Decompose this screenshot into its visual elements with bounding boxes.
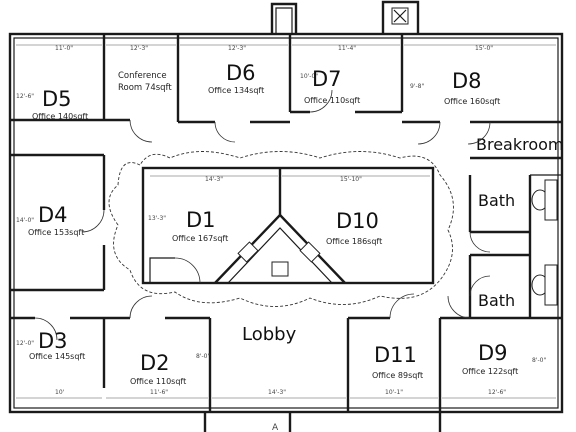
dim-d6-top: 12'-3" — [228, 45, 246, 52]
room-d8-desc: Office 160sqft — [444, 97, 500, 106]
exterior-walls — [8, 0, 564, 432]
dim-d1-side: 13'-3" — [148, 215, 166, 222]
room-d2-desc: Office 110sqft — [130, 377, 186, 386]
breakroom-label: Breakroom — [476, 135, 564, 154]
room-d9-desc: Office 122sqft — [462, 367, 518, 376]
room-labels: D5 Office 140sqft Conference Room 74sqft… — [28, 61, 518, 386]
entry-marker: A — [272, 423, 279, 432]
room-d3-desc: Office 145sqft — [29, 352, 85, 361]
room-d6-code: D6 — [226, 61, 256, 85]
room-d6-desc: Office 134sqft — [208, 86, 264, 95]
dim-d8-top: 15'-0" — [475, 45, 493, 52]
dim-d9-side: 8'-0" — [532, 357, 546, 364]
conference-line1: Conference — [118, 71, 167, 81]
lobby-label: Lobby — [242, 324, 297, 345]
desk — [271, 261, 289, 277]
dim-d7-top: 11'-4" — [338, 45, 356, 52]
room-d4-code: D4 — [38, 203, 68, 227]
dim-d7-side: 10'-0" — [300, 73, 318, 80]
dim-d10-top: 15'-10" — [340, 176, 362, 183]
room-d11-code: D11 — [374, 343, 417, 367]
room-d5-code: D5 — [42, 87, 72, 111]
room-d7-desc: Office 110sqft — [304, 96, 360, 105]
desk — [237, 241, 259, 263]
dimension-lines — [16, 44, 556, 399]
room-d2-code: D2 — [140, 351, 170, 375]
dim-d8-side: 9'-8" — [410, 83, 424, 90]
door-swings — [34, 89, 491, 341]
room-d10-desc: Office 186sqft — [326, 237, 382, 246]
dim-lobby-bottom: 14'-3" — [268, 389, 286, 396]
room-d1-desc: Office 167sqft — [172, 234, 228, 243]
room-d4-desc: Office 153sqft — [28, 228, 84, 237]
central-core — [108, 151, 454, 307]
dimension-labels: 11'-0" 12'-3" 12'-3" 11'-4" 15'-0" 12'-6… — [16, 45, 546, 396]
dim-d11-bottom: 10'-1" — [385, 389, 403, 396]
dim-d3-bottom: 10' — [55, 389, 65, 396]
bath-label-lower: Bath — [478, 291, 515, 310]
dim-d2-side: 8'-0" — [196, 353, 210, 360]
interior-walls — [10, 34, 562, 412]
dim-d5-top: 11'-0" — [55, 45, 73, 52]
room-d7-code: D7 — [312, 67, 342, 91]
dim-d9-bottom: 12'-6" — [488, 389, 506, 396]
bath-label-upper: Bath — [478, 191, 515, 210]
room-d3-code: D3 — [38, 329, 68, 353]
desk — [299, 241, 321, 263]
bath-fixtures — [531, 179, 558, 306]
room-d8-code: D8 — [452, 69, 482, 93]
area-labels: Lobby Breakroom Bath Bath A — [242, 135, 564, 432]
conference-line2: Room 74sqft — [118, 83, 172, 93]
dim-d4-side: 14'-0" — [16, 217, 34, 224]
dim-conf-top: 12'-3" — [130, 45, 148, 52]
dim-d5-side: 12'-6" — [16, 93, 34, 100]
dim-d2-bottom: 11'-6" — [150, 389, 168, 396]
room-d1-code: D1 — [186, 208, 216, 232]
room-d5-desc: Office 140sqft — [32, 112, 88, 121]
dim-d3-side: 12'-0" — [16, 340, 34, 347]
room-d11-desc: Office 89sqft — [372, 371, 423, 380]
dim-d1-top: 14'-3" — [205, 176, 223, 183]
room-d10-code: D10 — [336, 209, 379, 233]
room-d9-code: D9 — [478, 341, 508, 365]
